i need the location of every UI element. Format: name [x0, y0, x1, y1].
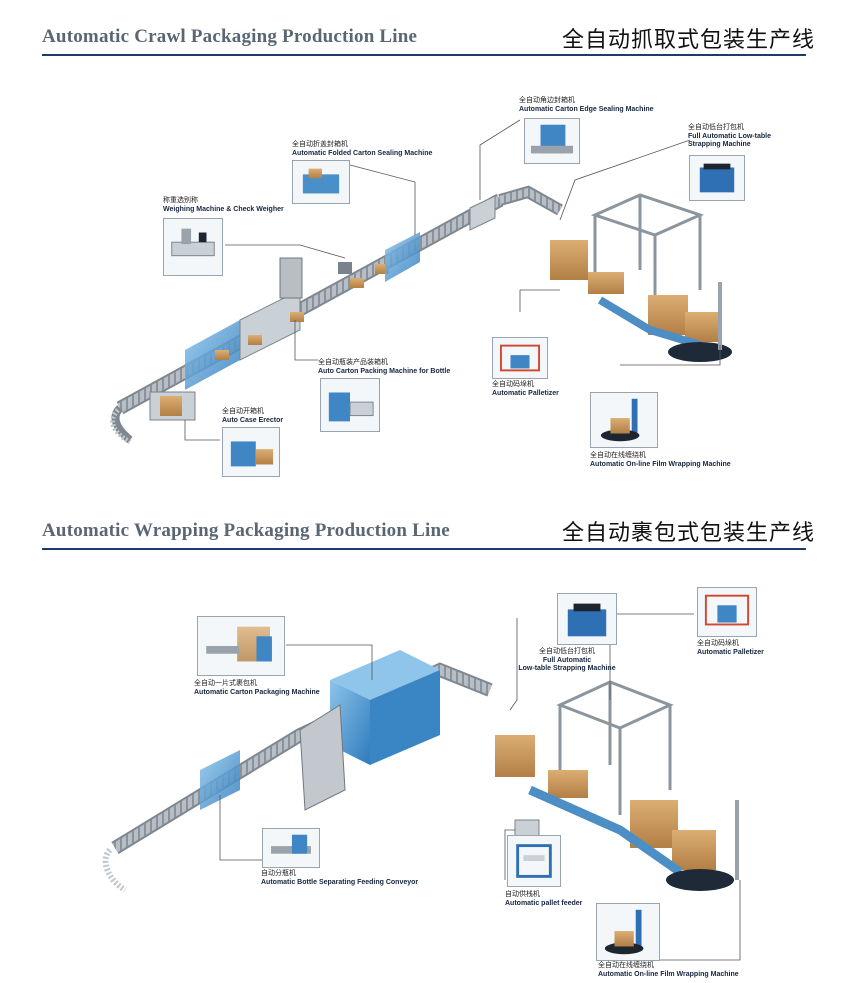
s1-label-case-erector: 全自动开箱机 Auto Case Erector	[222, 408, 283, 425]
s1-label-edge-sealer-cn: 全自动角边封箱机	[519, 97, 575, 104]
s1-thumb-case-erector	[222, 427, 280, 477]
section1-title-en: Automatic Crawl Packaging Production Lin…	[42, 26, 418, 47]
s1-label-palletizer: 全自动码垛机 Automatic Palletizer	[492, 381, 559, 398]
s1-label-folded-sealer-en: Automatic Folded Carton Sealing Machine	[292, 149, 433, 157]
s2-thumb-palletizer	[697, 587, 757, 637]
s1-label-edge-sealer: 全自动角边封箱机 Automatic Carton Edge Sealing M…	[519, 97, 654, 114]
s1-label-bottle-packer-en: Auto Carton Packing Machine for Bottle	[318, 367, 451, 375]
s1-label-folded-sealer: 全自动折盖封箱机 Automatic Folded Carton Sealing…	[292, 141, 432, 158]
s1-label-weigher: 称重选别称 Weighing Machine & Check Weigher	[163, 197, 284, 214]
s1-edge-sealer-unit	[469, 195, 496, 231]
s2-output-conveyor	[528, 785, 683, 876]
s1-label-case-erector-en: Auto Case Erector	[222, 416, 284, 424]
s1-thumb-weigher	[163, 218, 223, 276]
s2-label-palletizer: 全自动码垛机 Automatic Palletizer	[697, 640, 764, 657]
s2-thumb-strapping	[557, 593, 617, 645]
s2-thumb-feeder	[507, 835, 561, 887]
s2-label-palletizer-cn: 全自动码垛机	[697, 640, 739, 647]
s1-infeed-bottles	[110, 408, 132, 445]
s2-label-feeder-cn: 自动供栈机	[505, 891, 540, 898]
s1-label-palletizer-cn: 全自动码垛机	[492, 381, 534, 388]
s1-label-film-wrap: 全自动在线缠绕机 Automatic On-line Film Wrapping…	[590, 452, 731, 469]
s1-thumb-folded-sealer	[292, 160, 350, 204]
s1-bottle-packer-unit	[185, 257, 303, 390]
section1-title-cn: 全自动抓取式包装生产线	[562, 28, 816, 53]
s1-label-palletizer-en: Automatic Palletizer	[492, 389, 559, 397]
s1-label-film-wrap-cn: 全自动在线缠绕机	[590, 452, 646, 459]
section2-title-cn: 全自动裹包式包装生产线	[562, 521, 816, 546]
s1-folded-sealer-unit	[338, 232, 420, 282]
s2-label-separator-cn: 自动分瓶机	[261, 870, 296, 877]
s1-label-folded-sealer-cn: 全自动折盖封箱机	[292, 141, 348, 148]
section1-rule	[42, 54, 806, 56]
s2-thumb-separator	[262, 828, 320, 868]
s2-label-palletizer-en: Automatic Palletizer	[697, 648, 764, 656]
s1-leader-lines	[184, 119, 721, 441]
s1-label-case-erector-cn: 全自动开箱机	[222, 408, 264, 415]
s2-label-separator-en: Automatic Bottle Separating Feeding Conv…	[261, 878, 419, 886]
s2-label-wrapping: 全自动一片式裹包机 Automatic Carton Packaging Mac…	[194, 680, 320, 697]
s1-turntable	[668, 342, 732, 362]
s1-thumb-film-wrap	[590, 392, 658, 448]
s2-turntable	[666, 869, 734, 891]
s2-label-separator: 自动分瓶机 Automatic Bottle Separating Feedin…	[261, 870, 418, 887]
s2-label-strapping-cn: 全自动低台打包机	[539, 648, 595, 655]
s1-label-weigher-cn: 称重选别称	[163, 197, 198, 204]
s1-output-conveyor	[597, 296, 702, 349]
s1-thumb-edge-sealer	[524, 118, 580, 164]
s1-label-film-wrap-en: Automatic On-line Film Wrapping Machine	[590, 460, 731, 468]
s1-cartons-on-line	[215, 264, 389, 360]
s1-label-strapping-en2: Strapping Machine	[688, 141, 751, 148]
s1-label-bottle-packer-cn: 全自动瓶装产品装箱机	[318, 359, 388, 366]
s1-thumb-bottle-packer	[320, 378, 380, 432]
s2-leader-lines	[219, 613, 741, 961]
s1-palletizer-frame	[590, 193, 705, 310]
s2-label-wrapping-en: Automatic Carton Packaging Machine	[194, 688, 320, 696]
s2-thumb-film-wrap	[596, 903, 660, 961]
s1-label-strapping-cn: 全自动低台打包机	[688, 124, 744, 131]
s1-label-strapping-en1: Full Automatic Low-table	[688, 132, 771, 140]
s2-label-feeder: 自动供栈机 Automatic pallet feeder	[505, 891, 582, 908]
section2-rule	[42, 548, 806, 550]
s2-label-film-wrap-cn: 全自动在线缠绕机	[598, 962, 654, 969]
s2-wrapping-machine	[299, 650, 440, 811]
s1-label-weigher-en: Weighing Machine & Check Weigher	[163, 205, 284, 213]
s2-label-film-wrap-en: Automatic On-line Film Wrapping Machine	[598, 970, 739, 978]
s2-thumb-wrapping	[197, 616, 285, 676]
s2-label-strapping-en1: Full Automatic	[542, 656, 592, 664]
section2-title-en: Automatic Wrapping Packaging Production …	[42, 520, 450, 541]
s1-thumb-palletizer	[492, 337, 548, 379]
s1-thumb-strapping	[689, 155, 745, 201]
s2-label-strapping-en2: Low-table Strapping Machine	[518, 665, 616, 672]
s1-label-strapping: 全自动低台打包机 Full Automatic Low-table Strapp…	[688, 124, 771, 150]
s1-case-erector-unit	[149, 391, 196, 421]
s2-label-wrapping-cn: 全自动一片式裹包机	[194, 680, 257, 687]
s1-main-conveyor	[111, 185, 563, 444]
s1-label-edge-sealer-en: Automatic Carton Edge Sealing Machine	[519, 105, 654, 113]
s2-label-film-wrap: 全自动在线缠绕机 Automatic On-line Film Wrapping…	[598, 962, 739, 979]
s2-label-strapping: 全自动低台打包机 Full Automatic Low-table Strapp…	[512, 648, 622, 674]
s2-separator-unit	[200, 750, 240, 810]
s1-label-bottle-packer: 全自动瓶装产品装箱机 Auto Carton Packing Machine f…	[318, 359, 450, 376]
s1-pallet-stacks	[550, 240, 721, 342]
s2-label-feeder-en: Automatic pallet feeder	[505, 899, 583, 907]
